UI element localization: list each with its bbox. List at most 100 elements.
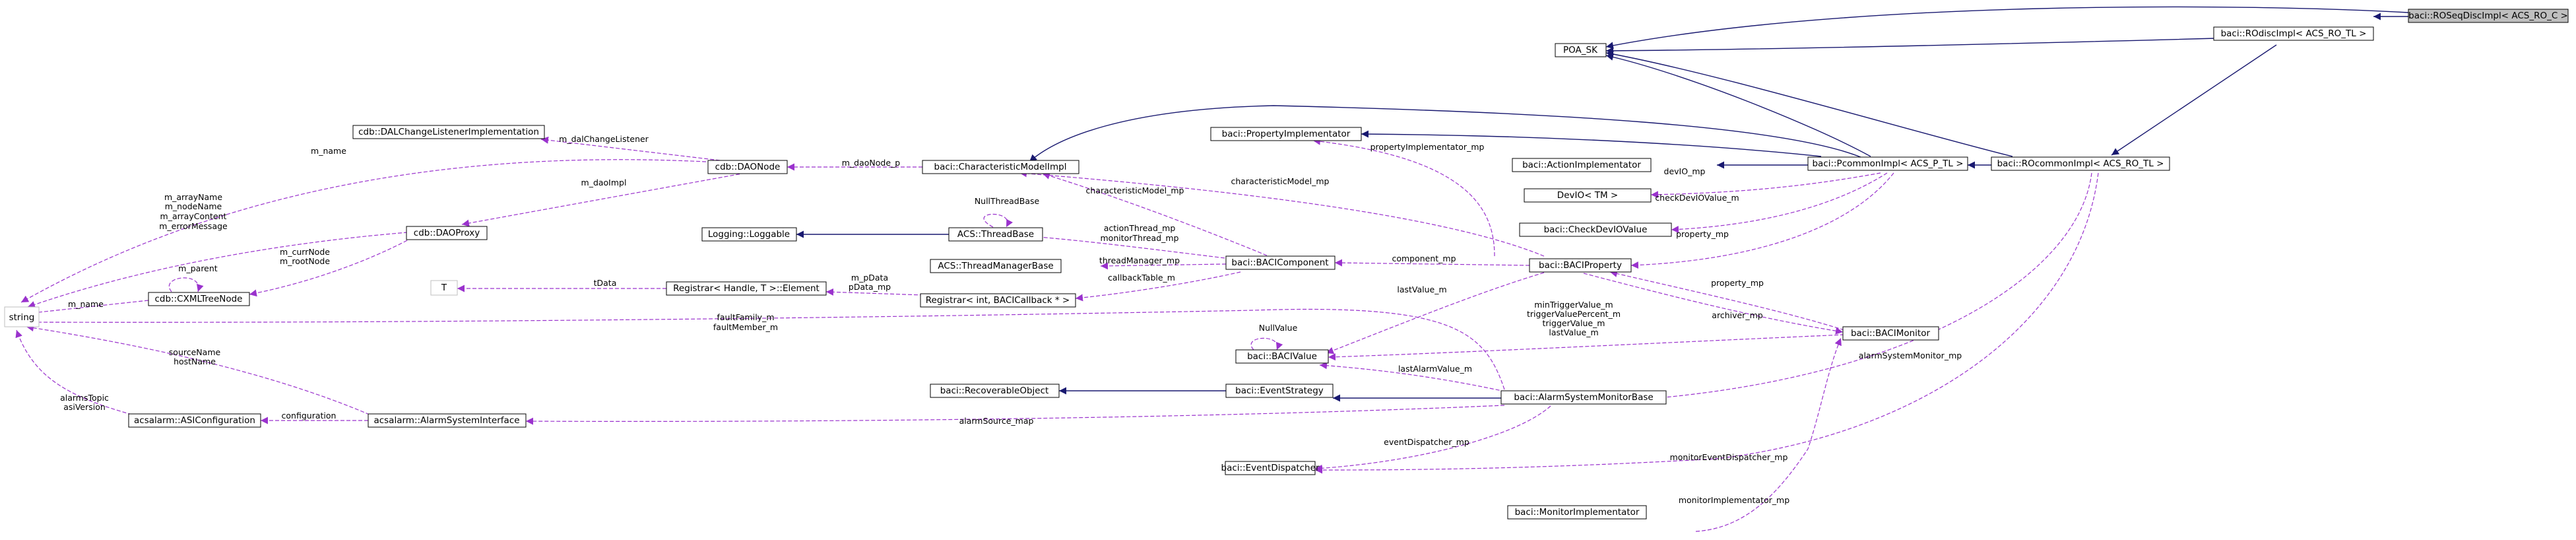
edge-label: NullThreadBase (975, 196, 1040, 206)
node-rocommon-impl[interactable]: baci::ROcommonImpl< ACS_RO_TL > (1991, 156, 2170, 171)
svg-text:baci::PcommonImpl< ACS_P_TL >: baci::PcommonImpl< ACS_P_TL > (1812, 158, 1963, 169)
edge-label: m_arrayContent (160, 211, 227, 221)
node-template-t[interactable]: T (430, 280, 458, 296)
edge-label: callbackTable_m (1108, 273, 1175, 283)
node-devio[interactable]: DevIO< TM > (1524, 188, 1652, 203)
node-registrar-element[interactable]: Registrar< Handle, T >::Element (666, 281, 827, 296)
edge-daonode-string (20, 159, 707, 303)
edge-label: actionThread_mp (1104, 223, 1176, 233)
node-characteristic-model-impl[interactable]: baci::CharacteristicModelImpl (922, 160, 1079, 174)
edge-label: monitorThread_mp (1101, 233, 1179, 243)
svg-text:baci::ROcommonImpl< ACS_RO_TL: baci::ROcommonImpl< ACS_RO_TL > (1997, 158, 2164, 169)
node-thread-base[interactable]: ACS::ThreadBase (948, 227, 1043, 242)
node-baci-monitor[interactable]: baci::BACIMonitor (1842, 326, 1939, 341)
node-alarm-system-monitor-base[interactable]: baci::AlarmSystemMonitorBase (1500, 390, 1667, 405)
node-event-strategy[interactable]: baci::EventStrategy (1225, 384, 1334, 398)
edge-rodisc-rocommon (2111, 44, 2277, 156)
edge-pcommon-checkdev (1671, 172, 1888, 233)
edge-label: characteristicModel_mp (1086, 186, 1184, 195)
edge-label: archiver_mp (1712, 310, 1762, 320)
node-dao-node[interactable]: cdb::DAONode (707, 160, 788, 174)
node-string[interactable]: string (4, 306, 40, 327)
svg-text:baci::MonitorImplementator: baci::MonitorImplementator (1515, 507, 1640, 518)
edge-daoproxy-xmltree (249, 237, 413, 297)
edge-label: m_arrayName (164, 192, 222, 202)
svg-text:acsalarm::AlarmSystemInterface: acsalarm::AlarmSystemInterface (373, 415, 519, 426)
edge-label: m_dalChangeListener (559, 134, 649, 144)
node-cxml-tree-node[interactable]: cdb::CXMLTreeNode (148, 292, 250, 306)
edge-label: m_daoNode_p (842, 158, 901, 168)
edge-label: property_mp (1676, 229, 1729, 239)
edge-rocommon-alarmmon (1649, 172, 2092, 402)
node-check-devio-value[interactable]: baci::CheckDevIOValue (1519, 222, 1672, 237)
svg-text:baci::PropertyImplementator: baci::PropertyImplementator (1222, 129, 1351, 139)
usage-edges (15, 136, 2099, 532)
edge-baciprop-propimpl (1312, 137, 1495, 257)
edge-xmltree-self (169, 277, 204, 292)
edge-label: faultMember_m (713, 322, 778, 332)
node-rodisc-impl[interactable]: baci::ROdiscImpl< ACS_RO_TL > (2213, 26, 2374, 41)
node-roseq-disc-impl[interactable]: baci::ROSeqDiscImpl< ACS_RO_C > (2408, 9, 2569, 23)
node-event-dispatcher[interactable]: baci::EventDispatcher (1221, 461, 1320, 475)
edge-bacicomp-registrar2 (1075, 271, 1241, 302)
edge-baciprop-bacivalue (1326, 272, 1545, 354)
edge-daonode-daclistener (540, 136, 726, 162)
edge-pcommon-baciprop (1630, 172, 1894, 269)
node-thread-manager-base[interactable]: ACS::ThreadManagerBase (930, 259, 1062, 273)
edge-baciprop-bacimon (1583, 273, 1844, 335)
edge-label: alarmSource_map (959, 416, 1034, 426)
svg-text:POA_SK: POA_SK (1563, 45, 1598, 55)
svg-text:baci::RecoverableObject: baci::RecoverableObject (940, 386, 1049, 396)
edge-xmltree-string (26, 300, 149, 317)
edge-label: configuration (282, 411, 337, 421)
edge-label: triggerValuePercent_m (1527, 309, 1621, 319)
svg-text:baci::BACIComponent: baci::BACIComponent (1231, 257, 1328, 268)
edge-label: sourceName (169, 347, 221, 357)
node-dal-change-listener[interactable]: cdb::DALChangeListenerImplementation (352, 125, 545, 139)
svg-text:Logging::Loggable: Logging::Loggable (708, 229, 790, 240)
edge-bacicomp-threadbase (1030, 233, 1231, 259)
node-pcommon-impl[interactable]: baci::PcommonImpl< ACS_P_TL > (1807, 156, 1968, 171)
node-property-implementator[interactable]: baci::PropertyImplementator (1210, 127, 1362, 141)
nodes: baci::ROSeqDiscImpl< ACS_RO_C > baci::RO… (4, 9, 2569, 520)
edge-label: minTriggerValue_m (1534, 300, 1613, 310)
node-monitor-implementator[interactable]: baci::MonitorImplementator (1507, 505, 1647, 520)
node-baci-component[interactable]: baci::BACIComponent (1225, 255, 1336, 270)
edge-label: lastValue_m (1549, 327, 1598, 337)
inheritance-edges (796, 6, 2409, 402)
edge-label: devIO_mp (1664, 166, 1706, 176)
edge-label: property_mp (1711, 278, 1764, 288)
node-loggable[interactable]: Logging::Loggable (701, 227, 797, 242)
svg-text:T: T (441, 283, 447, 293)
svg-text:baci::EventDispatcher: baci::EventDispatcher (1221, 463, 1320, 473)
edge-label: lastValue_m (1397, 285, 1446, 294)
node-asi-configuration[interactable]: acsalarm::ASIConfiguration (128, 413, 261, 428)
node-alarm-system-interface[interactable]: acsalarm::AlarmSystemInterface (368, 413, 527, 428)
edge-pcommon-propimpl (1361, 130, 1822, 157)
edge-labels: m_name m_dalChangeListener m_daoNode_p m… (60, 134, 1962, 505)
svg-text:baci::ROdiscImpl< ACS_RO_TL >: baci::ROdiscImpl< ACS_RO_TL > (2221, 28, 2367, 39)
node-poa-sk[interactable]: POA_SK (1555, 43, 1607, 57)
node-registrar-callback[interactable]: Registrar< int, BACICallback * > (920, 293, 1076, 308)
svg-text:DevIO< TM >: DevIO< TM > (1557, 190, 1618, 201)
edge-label: m_name (311, 146, 346, 156)
node-action-implementator[interactable]: baci::ActionImplementator (1512, 158, 1652, 172)
node-dao-proxy[interactable]: cdb::DAOProxy (406, 226, 488, 240)
edge-label: monitorImplementator_mp (1679, 495, 1789, 505)
svg-text:baci::ActionImplementator: baci::ActionImplementator (1522, 160, 1641, 170)
edge-label: m_rootNode (280, 256, 330, 266)
svg-text:baci::CheckDevIOValue: baci::CheckDevIOValue (1544, 224, 1648, 235)
node-baci-property[interactable]: baci::BACIProperty (1529, 258, 1632, 273)
edge-registrar2-registrar1 (825, 288, 924, 296)
svg-text:Registrar< int, BACICallback *: Registrar< int, BACICallback * > (926, 295, 1070, 306)
edge-label: hostName (174, 356, 216, 366)
node-baci-value[interactable]: baci::BACIValue (1235, 349, 1329, 364)
node-recoverable-object[interactable]: baci::RecoverableObject (930, 384, 1060, 398)
edge-bacivalue-self (1250, 337, 1283, 351)
svg-text:baci::EventStrategy: baci::EventStrategy (1235, 386, 1324, 396)
edge-bacimon-monimpl (1695, 337, 1842, 532)
edge-roseq-poask (1605, 6, 2409, 50)
svg-text:ACS::ThreadBase: ACS::ThreadBase (957, 229, 1034, 240)
svg-text:cdb::DAOProxy: cdb::DAOProxy (414, 228, 480, 238)
